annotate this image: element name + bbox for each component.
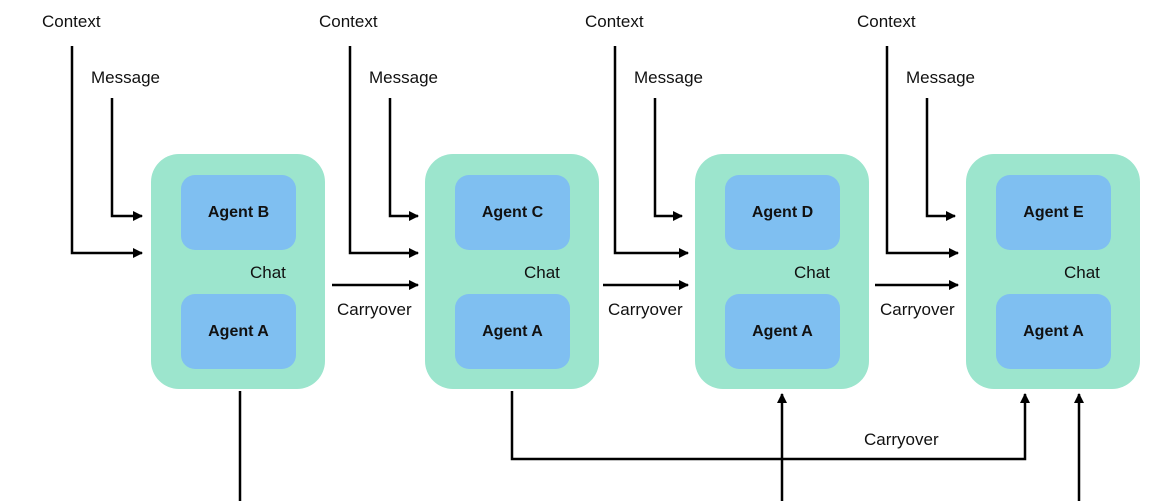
message-label: Message	[91, 68, 160, 87]
context-label: Context	[42, 12, 101, 31]
carryover-label: Carryover	[608, 300, 683, 319]
context-arrow-1	[70, 46, 143, 258]
context-arrow-4	[885, 46, 959, 258]
chat-group-2: Agent C Agent A	[425, 154, 599, 389]
carryover-label: Carryover	[864, 430, 939, 449]
carryover-label: Carryover	[880, 300, 955, 319]
agent-box: Agent C	[455, 175, 570, 250]
message-arrow-4	[925, 98, 956, 221]
message-label: Message	[906, 68, 975, 87]
chat-label: Chat	[794, 263, 830, 282]
chat-group-4: Agent E Agent A	[966, 154, 1140, 389]
carryover-arrow-lower	[510, 391, 1030, 461]
chat-group-1: Agent B Agent A	[151, 154, 325, 389]
chat-group-3: Agent D Agent A	[695, 154, 869, 389]
message-arrow-3	[653, 98, 683, 221]
message-arrow-1	[110, 98, 143, 221]
message-label: Message	[634, 68, 703, 87]
context-label: Context	[585, 12, 644, 31]
agent-box: Agent A	[996, 294, 1111, 369]
chat-label: Chat	[1064, 263, 1100, 282]
carryover-label: Carryover	[337, 300, 412, 319]
agent-box: Agent A	[181, 294, 296, 369]
agent-box: Agent A	[455, 294, 570, 369]
agent-box: Agent D	[725, 175, 840, 250]
agent-box: Agent B	[181, 175, 296, 250]
context-arrow-2	[348, 46, 419, 258]
agent-box: Agent E	[996, 175, 1111, 250]
message-label: Message	[369, 68, 438, 87]
message-arrow-2	[388, 98, 419, 221]
context-label: Context	[857, 12, 916, 31]
chat-label: Chat	[250, 263, 286, 282]
chat-label: Chat	[524, 263, 560, 282]
agent-box: Agent A	[725, 294, 840, 369]
context-label: Context	[319, 12, 378, 31]
context-arrow-3	[613, 46, 689, 258]
